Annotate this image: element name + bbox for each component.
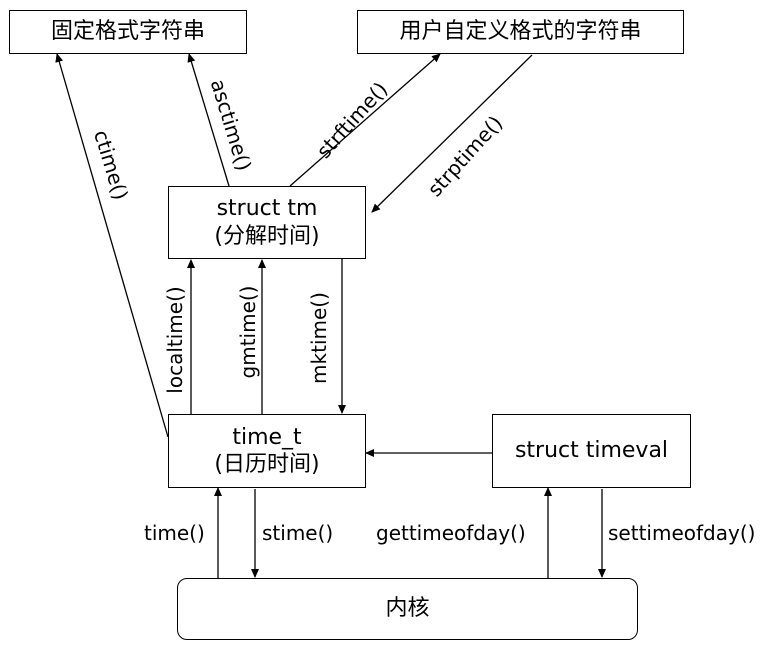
kernel-node: 内核 [177,578,638,640]
time-t-node: time_t (日历时间) [168,414,366,488]
struct-tm-node: struct tm (分解时间) [168,186,366,259]
asctime-arrow [187,53,230,187]
strptime-arrow [371,54,533,213]
time-t-title: time_t [232,424,302,450]
gmtime-label: gmtime() [236,285,260,379]
stime-label: stime() [262,521,334,545]
time-t-subtitle: (日历时间) [214,452,320,477]
fixed-format-string-label: 固定格式字符串 [50,19,205,45]
ctime-arrow [55,53,169,438]
struct-timeval-node: struct timeval [492,414,691,488]
mktime-label: mktime() [307,292,331,384]
time-label: time() [144,521,205,545]
fixed-format-string-node: 固定格式字符串 [9,10,247,54]
user-format-string-label: 用户自定义格式的字符串 [399,19,642,45]
gettimeofday-label: gettimeofday() [376,521,526,545]
struct-tm-title: struct tm [216,196,318,221]
settimeofday-label: settimeofday() [608,521,756,545]
struct-tm-subtitle: (分解时间) [214,223,320,249]
strftime-arrow [289,53,441,187]
kernel-label: 内核 [385,596,430,622]
struct-timeval-label: struct timeval [514,438,669,464]
localtime-label: localtime() [163,286,187,394]
user-format-string-node: 用户自定义格式的字符串 [357,10,684,54]
